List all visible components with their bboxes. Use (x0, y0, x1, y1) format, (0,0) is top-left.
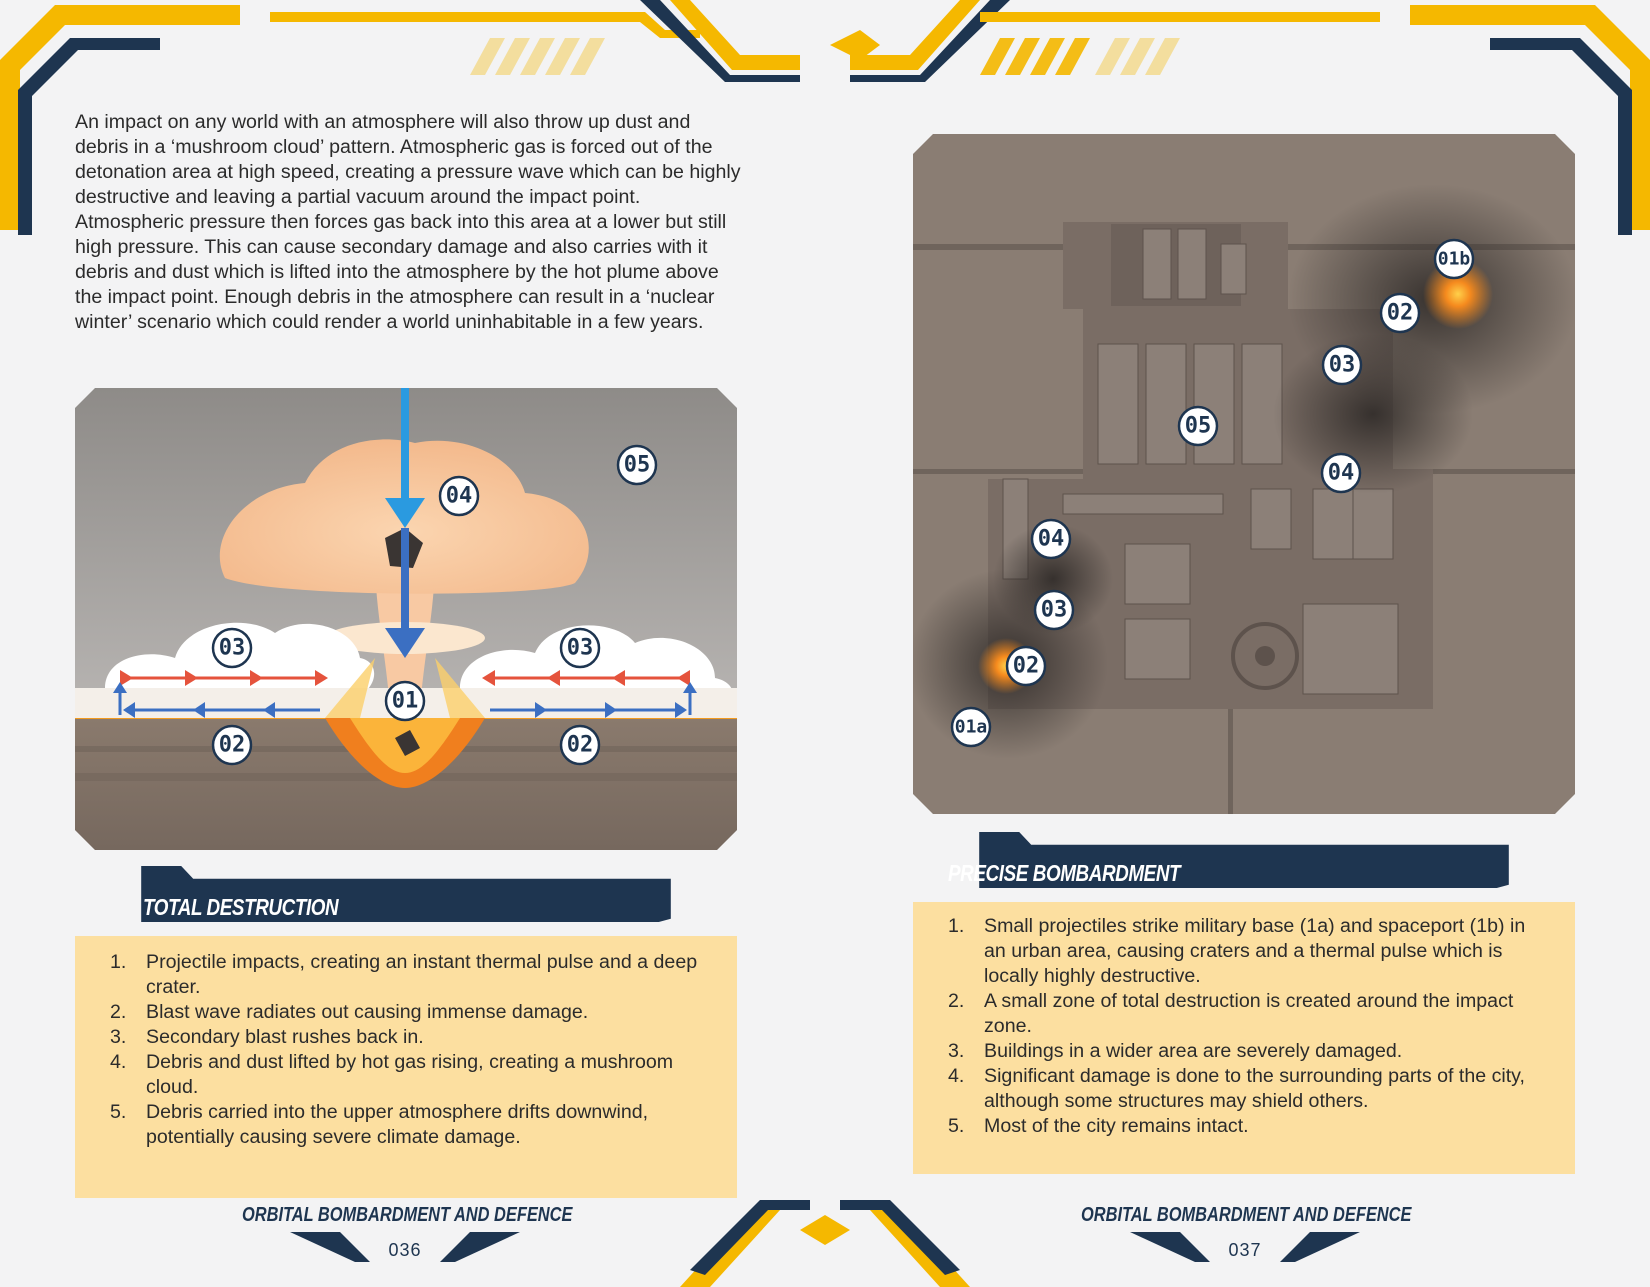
list-item: 3.Buildings in a wider area are severely… (948, 1040, 1403, 1062)
list-item: 4.Significant damage is done to the surr… (948, 1065, 1525, 1112)
map-label-02-base: 02 (1005, 645, 1047, 687)
svg-text:02: 02 (1013, 654, 1040, 679)
diagram-label-05: 05 (616, 444, 658, 486)
diagram-label-04: 04 (438, 475, 480, 517)
map-label-03-base: 03 (1033, 589, 1075, 631)
precise-bombardment-panel: 1.Small projectiles strike military base… (913, 902, 1575, 1174)
diagram-label-01: 01 (384, 680, 426, 722)
svg-text:05: 05 (624, 453, 651, 478)
map-label-04-left: 04 (1030, 518, 1072, 560)
total-destruction-list: 1.Projectile impacts, creating an instan… (110, 950, 700, 1150)
diagram-label-02-left: 02 (211, 724, 253, 766)
svg-text:03: 03 (1041, 598, 1068, 623)
svg-text:02: 02 (1387, 301, 1414, 326)
svg-text:04: 04 (446, 484, 473, 509)
svg-text:03: 03 (1329, 353, 1356, 378)
svg-text:02: 02 (219, 733, 246, 758)
list-item: 5.Debris carried into the upper atmosphe… (110, 1101, 649, 1148)
list-item: 4.Debris and dust lifted by hot gas risi… (110, 1051, 674, 1098)
total-destruction-header-bar (141, 866, 671, 922)
precise-bombardment-header-bar (979, 832, 1509, 888)
page-number-right: 037 (1228, 1240, 1262, 1260)
intro-paragraph: An impact on any world with an atmospher… (75, 111, 741, 333)
svg-text:01b: 01b (1438, 249, 1471, 270)
map-label-03-spaceport: 03 (1321, 344, 1363, 386)
precise-bombardment-list: 1.Small projectiles strike military base… (948, 914, 1548, 1139)
total-destruction-panel: 1.Projectile impacts, creating an instan… (75, 936, 737, 1198)
city-bombardment-map: 01a 01b 02 02 03 03 04 04 05 (913, 134, 1575, 814)
mushroom-cloud-diagram: 01 02 02 03 03 04 05 (75, 388, 737, 850)
footer-left-title: ORBITAL BOMBARDMENT AND DEFENCE (242, 1204, 573, 1226)
diagram-label-03-right: 03 (559, 627, 601, 669)
svg-text:01: 01 (392, 689, 419, 714)
footer-right-title: ORBITAL BOMBARDMENT AND DEFENCE (1081, 1204, 1412, 1226)
map-label-02-spaceport: 02 (1379, 292, 1421, 334)
page-number-left: 036 (388, 1240, 422, 1260)
map-label-04-right: 04 (1320, 452, 1362, 494)
svg-text:02: 02 (567, 733, 594, 758)
list-item: 5.Most of the city remains intact. (948, 1115, 1249, 1137)
list-item: 2.A small zone of total destruction is c… (948, 990, 1514, 1037)
svg-text:01a: 01a (955, 717, 988, 738)
map-label-01b: 01b (1433, 238, 1475, 280)
precise-bombardment-title: PRECISE BOMBARDMENT (948, 860, 1181, 886)
list-item: 3.Secondary blast rushes back in. (110, 1026, 424, 1048)
list-item: 1.Small projectiles strike military base… (948, 915, 1526, 987)
svg-text:04: 04 (1328, 461, 1355, 486)
svg-text:05: 05 (1185, 414, 1212, 439)
total-destruction-title: TOTAL DESTRUCTION (143, 894, 339, 920)
svg-text:03: 03 (567, 636, 594, 661)
svg-text:03: 03 (219, 636, 246, 661)
map-label-01a: 01a (950, 706, 992, 748)
diagram-label-02-right: 02 (559, 724, 601, 766)
diagram-label-03-left: 03 (211, 627, 253, 669)
list-item: 1.Projectile impacts, creating an instan… (110, 951, 698, 998)
map-label-05: 05 (1177, 405, 1219, 447)
svg-text:04: 04 (1038, 527, 1065, 552)
list-item: 2.Blast wave radiates out causing immens… (110, 1001, 589, 1023)
